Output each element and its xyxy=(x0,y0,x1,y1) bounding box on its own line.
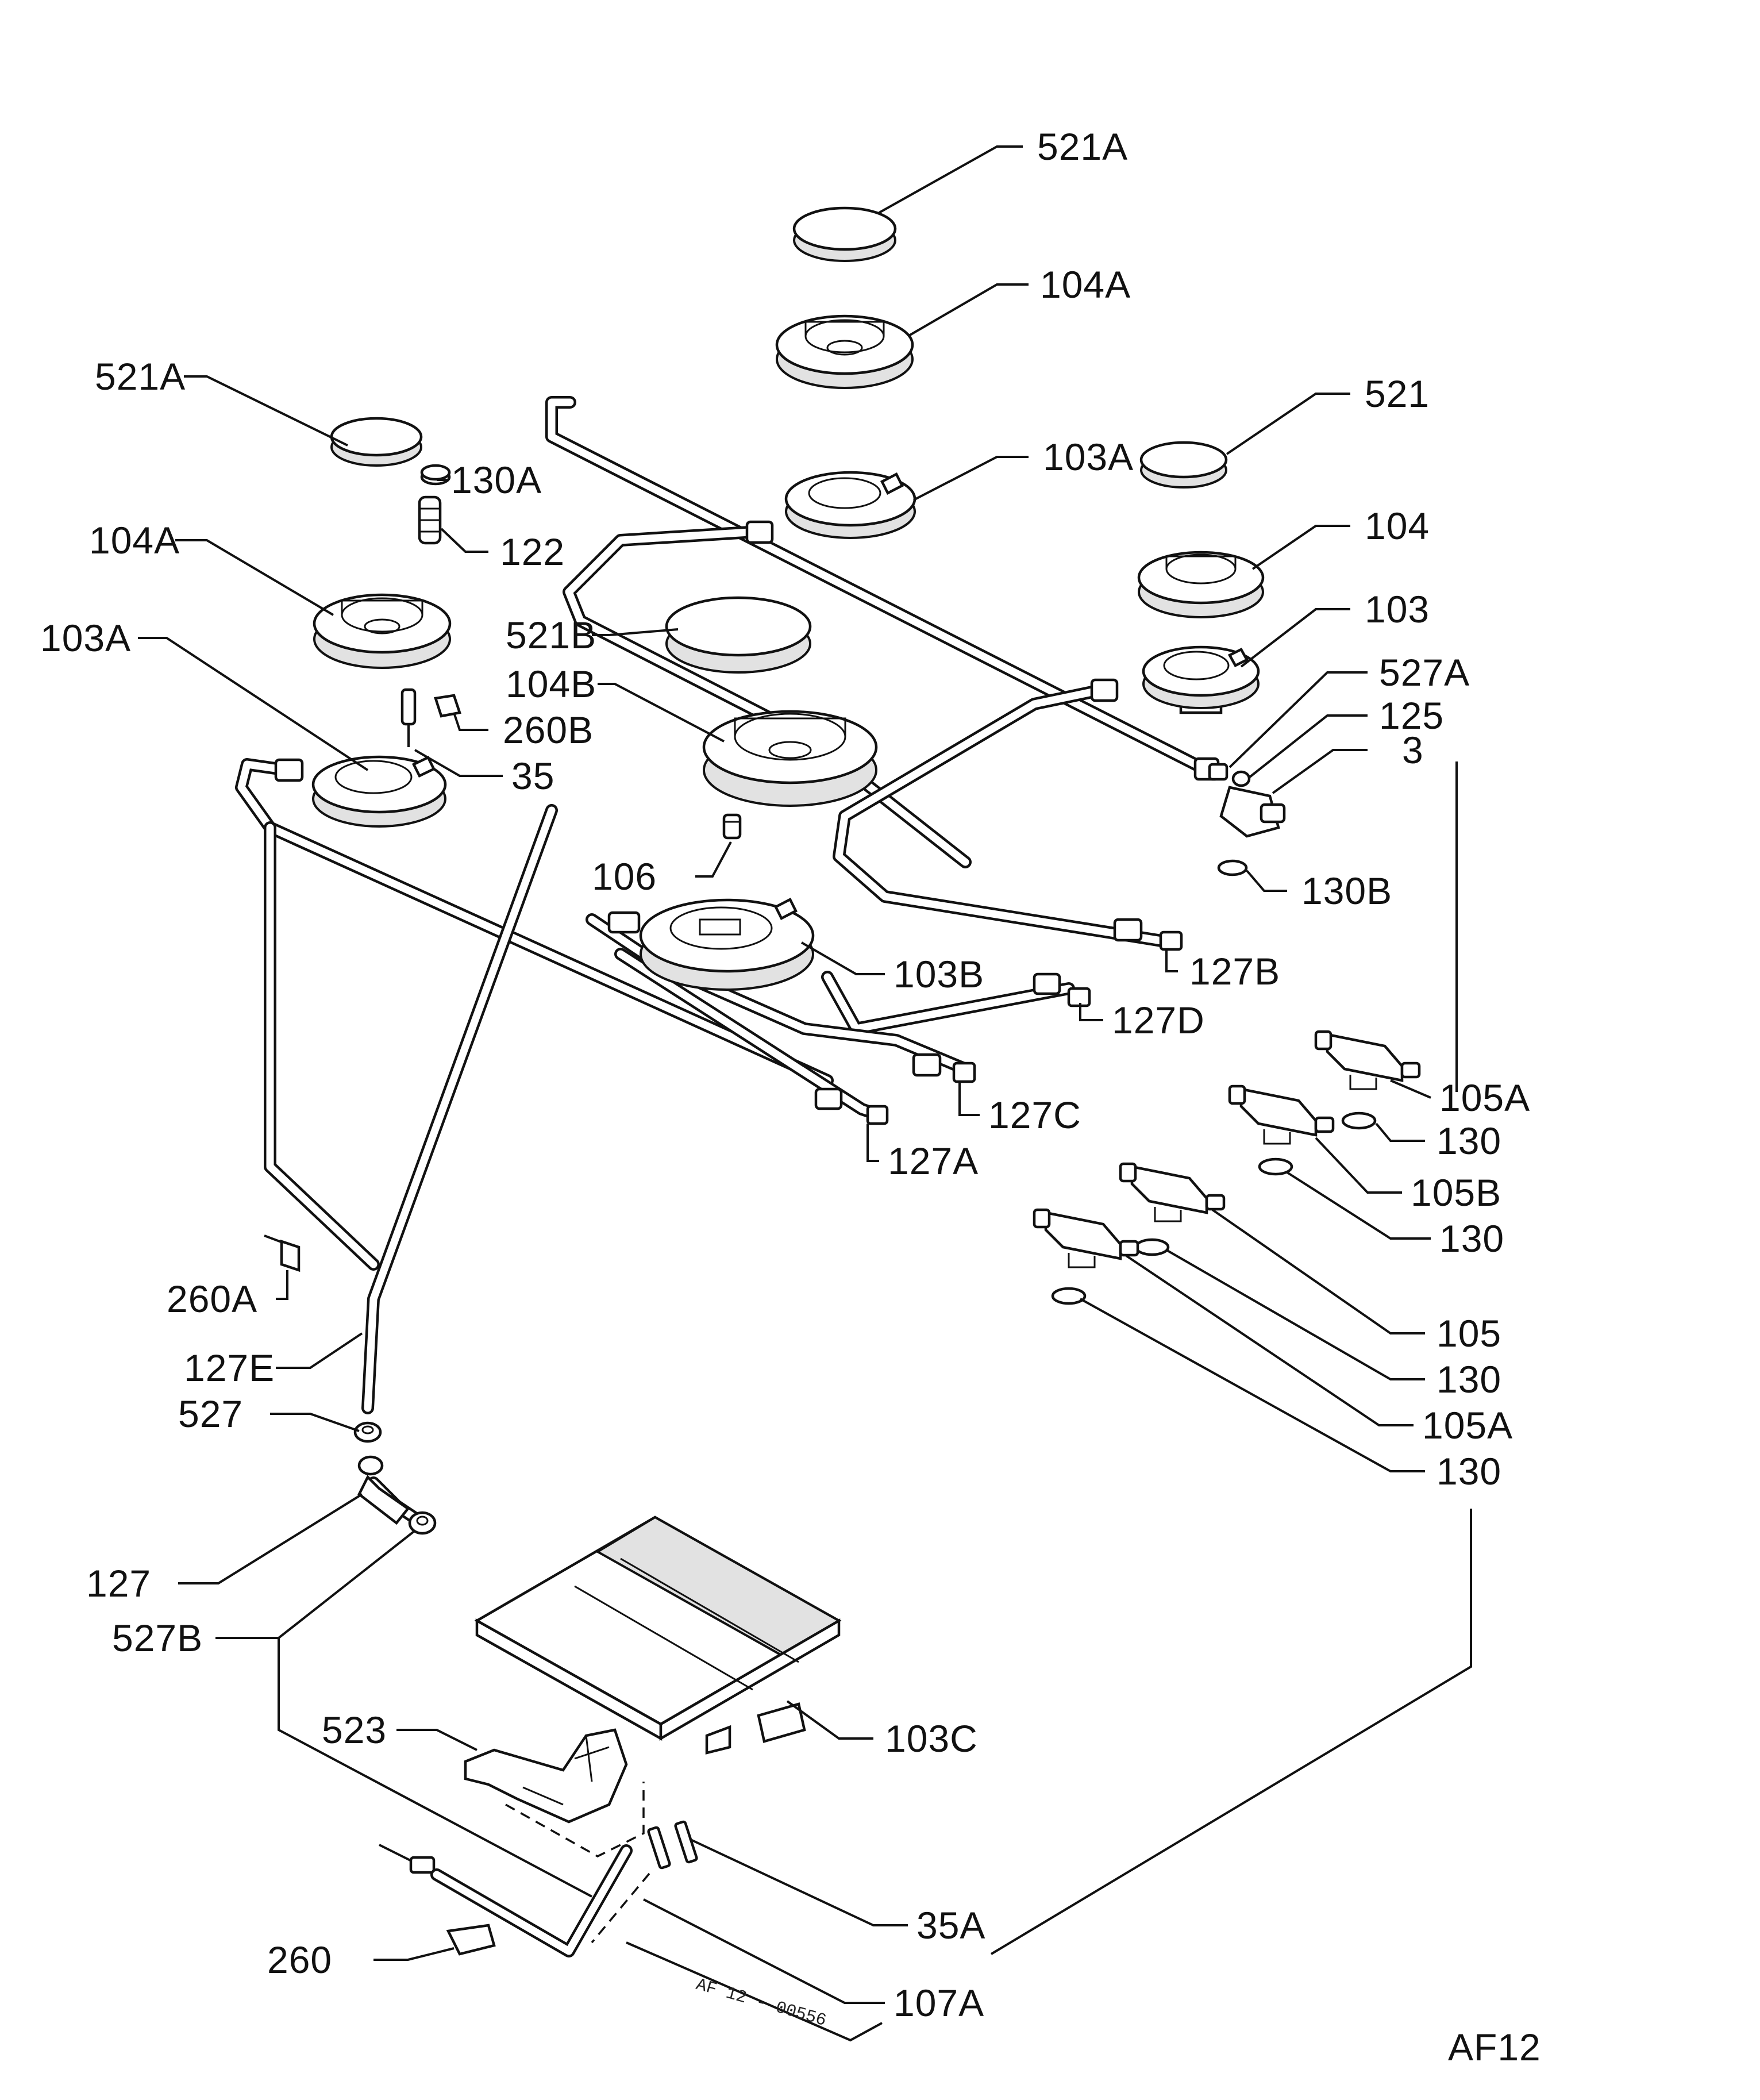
cap-left xyxy=(330,417,423,467)
label-generator: 107A xyxy=(894,1982,984,2024)
fitting xyxy=(814,1087,843,1110)
elbow xyxy=(357,1455,410,1525)
label-cap-top: 521A xyxy=(1037,125,1128,168)
label-burner-right: 103 xyxy=(1365,588,1430,630)
label-tube-d: 127D xyxy=(1112,999,1205,1041)
washer-3 xyxy=(1134,1238,1170,1256)
fitting xyxy=(912,1053,942,1077)
label-electrode-left: 35 xyxy=(511,755,554,797)
label-elbow: 127 xyxy=(86,1562,151,1605)
nut-elbow xyxy=(408,1511,437,1535)
label-tube-a: 127A xyxy=(888,1140,979,1182)
label-crown-top: 104A xyxy=(1040,263,1131,306)
electrode-left xyxy=(400,688,417,747)
label-crown-left: 104A xyxy=(89,519,180,561)
fitting xyxy=(1090,678,1119,702)
tap-3 xyxy=(1119,1162,1226,1222)
burner-center xyxy=(639,897,815,991)
label-cap-center: 521B xyxy=(506,614,596,656)
burner-left xyxy=(311,755,447,828)
label-tube-c: 127C xyxy=(988,1094,1081,1136)
label-washer-1: 130 xyxy=(1437,1120,1501,1162)
label-union-left: 122 xyxy=(500,530,565,573)
clip-left xyxy=(264,1234,301,1272)
label-electrode-bottom: 35A xyxy=(916,1904,985,1947)
label-tap-1: 105A xyxy=(1439,1076,1530,1119)
cap-center xyxy=(665,596,812,674)
nut-left xyxy=(353,1421,382,1443)
label-tube-b: 127B xyxy=(1189,950,1280,993)
fitting xyxy=(1113,918,1143,942)
label-clip-bottom: 260 xyxy=(267,1939,332,1981)
label-nut-right: 527A xyxy=(1379,651,1470,694)
crown-right xyxy=(1137,551,1265,618)
label-burner-bottom: 103C xyxy=(885,1717,978,1760)
tap-1 xyxy=(1314,1030,1421,1090)
label-washer-right: 125 xyxy=(1379,694,1444,737)
washer-right xyxy=(1231,770,1251,787)
label-bracket-left: 260B xyxy=(503,709,594,751)
callout-labels: 521A 104A 103A 521 104 103 527A 125 3 13… xyxy=(40,125,1541,2068)
leader-lines xyxy=(138,145,1472,2042)
label-tap-4: 105A xyxy=(1422,1404,1513,1447)
label-burner-top: 103A xyxy=(1043,436,1134,478)
label-burner-left: 103A xyxy=(40,617,131,659)
label-crown-center: 104B xyxy=(506,663,596,705)
label-cap-right: 521 xyxy=(1365,372,1430,415)
label-washer-2: 130 xyxy=(1439,1217,1504,1260)
tap-4 xyxy=(1033,1208,1139,1268)
washer-2 xyxy=(1258,1157,1293,1176)
holder xyxy=(464,1728,645,1857)
pipe-fittings xyxy=(274,520,1220,1125)
fitting xyxy=(607,911,641,934)
fitting xyxy=(952,1061,976,1083)
label-nut-elbow: 527B xyxy=(112,1617,203,1659)
crown-top xyxy=(775,314,914,389)
clip-bottom xyxy=(446,1924,496,1956)
burner-right xyxy=(1142,645,1260,714)
union-left xyxy=(418,495,442,545)
burner-top xyxy=(784,471,916,539)
injector-center xyxy=(722,813,742,840)
fitting xyxy=(866,1105,889,1125)
fitting xyxy=(745,520,774,544)
thermocouple-rod xyxy=(379,1844,633,1957)
label-thermocouple-right: 3 xyxy=(1402,729,1424,771)
label-washer-3: 130 xyxy=(1437,1358,1501,1401)
gas-rail-tubing xyxy=(235,396,1213,1524)
label-tap-2: 105B xyxy=(1411,1171,1501,1214)
label-injector-left: 130A xyxy=(451,459,542,501)
burner-bottom xyxy=(474,1516,842,1755)
label-injector-center: 106 xyxy=(592,855,657,898)
label-holder: 523 xyxy=(322,1709,387,1751)
crown-center xyxy=(702,710,878,807)
crown-left xyxy=(313,593,452,669)
label-tube-e: 127E xyxy=(184,1347,275,1389)
sheet-code: AF12 xyxy=(1448,2026,1541,2068)
label-nut-left: 527 xyxy=(178,1393,243,1435)
tap-2 xyxy=(1228,1084,1335,1145)
fitting xyxy=(274,758,304,782)
label-tap-3: 105 xyxy=(1437,1312,1501,1355)
nut-right xyxy=(1208,763,1228,781)
fitting xyxy=(1159,930,1183,951)
label-crown-right: 104 xyxy=(1365,505,1430,547)
label-burner-center: 103B xyxy=(894,953,984,995)
label-seal-right: 130B xyxy=(1301,870,1392,912)
washer-4 xyxy=(1051,1287,1087,1305)
valve-assembly-right xyxy=(1208,763,1286,876)
label-clip-left: 260A xyxy=(167,1278,257,1320)
label-washer-4: 130 xyxy=(1437,1450,1501,1493)
seal-right xyxy=(1217,859,1248,876)
injector-left xyxy=(420,464,451,486)
label-cap-left: 521A xyxy=(95,355,186,398)
cap-top xyxy=(792,206,897,262)
cap-right xyxy=(1139,441,1228,489)
fitting xyxy=(1033,972,1061,995)
thermocouple-right xyxy=(1219,786,1280,838)
bracket-left xyxy=(434,694,461,718)
washer-1 xyxy=(1341,1111,1377,1130)
